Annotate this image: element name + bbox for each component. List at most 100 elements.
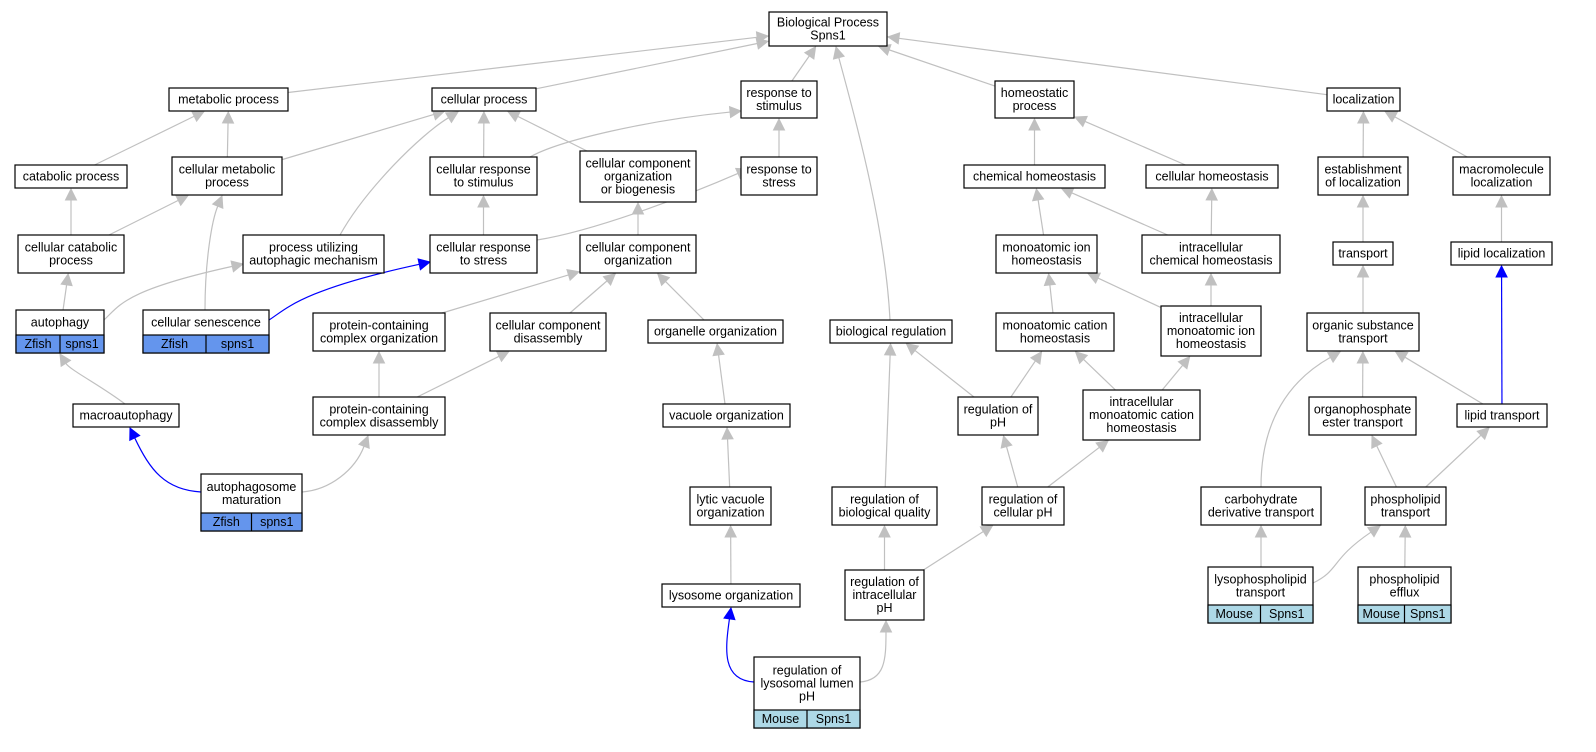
- go-term-node-lipid_transport[interactable]: lipid transport: [1456, 403, 1548, 428]
- go-term-node-lipid_loc[interactable]: lipid localization: [1450, 241, 1553, 266]
- go-term-node-vacuole_org[interactable]: vacuole organization: [662, 403, 791, 428]
- node-label-line: macromolecule: [1459, 163, 1544, 177]
- node-label-line: localization: [1471, 176, 1533, 190]
- arrowhead: [566, 269, 581, 282]
- edge-ic_chem_homeo-to-cell_homeo: [1205, 187, 1218, 236]
- arrowhead: [230, 260, 245, 273]
- node-label-line: Spns1: [810, 29, 845, 43]
- arrowhead: [602, 272, 617, 286]
- edge-reg_cell_ph-to-ic_mono_cation_homeo: [1047, 439, 1110, 488]
- go-term-node-transport[interactable]: transport: [1332, 241, 1394, 266]
- go-term-node-catabolic[interactable]: catabolic process: [14, 164, 128, 189]
- edge-autophagy-to-cell_catabolic: [60, 272, 73, 311]
- node-label-line: biological quality: [839, 506, 931, 520]
- go-term-node-bio_reg[interactable]: biological regulation: [829, 319, 953, 344]
- node-label-line: protein-containing: [329, 403, 428, 417]
- node-label-line: cellular process: [441, 93, 528, 107]
- node-label-line: organophosphate: [1314, 403, 1411, 417]
- node-label-line: derivative transport: [1208, 506, 1315, 520]
- arrowhead: [803, 45, 817, 60]
- node-label-line: of localization: [1325, 176, 1401, 190]
- node-label-line: Biological Process: [777, 16, 879, 30]
- node-box: [1332, 241, 1394, 266]
- node-label-line: complex organization: [320, 332, 438, 346]
- go-term-node-cell_homeo[interactable]: cellular homeostasis: [1145, 164, 1279, 189]
- node-label-line: pH: [799, 690, 815, 704]
- edge-ccob-to-cellular_process: [506, 110, 588, 152]
- edge-ic_chem_homeo-to-chem_homeo: [1060, 187, 1168, 236]
- node-label-line: regulation of: [850, 493, 919, 507]
- go-term-node-lysosome_org[interactable]: lysosome organization: [661, 583, 801, 608]
- gene-tag: Spns1: [1410, 607, 1445, 621]
- arrowhead: [979, 524, 994, 538]
- go-term-node-localization[interactable]: localization: [1326, 87, 1401, 112]
- edge-pcco-to-cco: [441, 269, 581, 314]
- edge-cell_homeo-to-homeostatic: [1073, 115, 1186, 166]
- go-term-node-organelle_org[interactable]: organelle organization: [647, 319, 784, 344]
- edge-lipid_loc-to-macro_loc: [1495, 194, 1508, 242]
- node-label-line: transport: [1236, 586, 1286, 600]
- node-box: [1326, 87, 1401, 112]
- node-box: [312, 396, 446, 436]
- arrowhead: [1366, 525, 1381, 538]
- node-box: [429, 234, 538, 274]
- go-term-node-macroautophagy[interactable]: macroautophagy: [72, 403, 180, 428]
- node-label-line: ester transport: [1322, 416, 1403, 430]
- node-label-line: process utilizing: [269, 241, 358, 255]
- arrowhead: [1028, 117, 1041, 131]
- go-term-node-metabolic[interactable]: metabolic process: [168, 87, 289, 112]
- edge-autophagy-to-process_autophagic: [103, 260, 245, 321]
- go-term-node-chem_homeo[interactable]: chemical homeostasis: [963, 164, 1106, 189]
- arrowhead: [1031, 187, 1045, 202]
- node-label-line: to stimulus: [454, 176, 514, 190]
- edge-vacuole_org-to-organelle_org: [712, 342, 726, 405]
- node-label-line: efflux: [1390, 586, 1420, 600]
- node-label-line: intracellular: [1179, 311, 1243, 325]
- edge-ic_mono_ion_homeo-to-ic_chem_homeo: [1204, 272, 1218, 306]
- node-label-line: catabolic process: [23, 170, 120, 184]
- edge-establish_loc-to-localization: [1357, 110, 1370, 158]
- arrowhead: [723, 606, 736, 621]
- node-box: [963, 164, 1106, 189]
- node-label-line: stress: [762, 176, 795, 190]
- arrowhead: [417, 258, 432, 271]
- go-term-node-cellular_process[interactable]: cellular process: [431, 87, 537, 112]
